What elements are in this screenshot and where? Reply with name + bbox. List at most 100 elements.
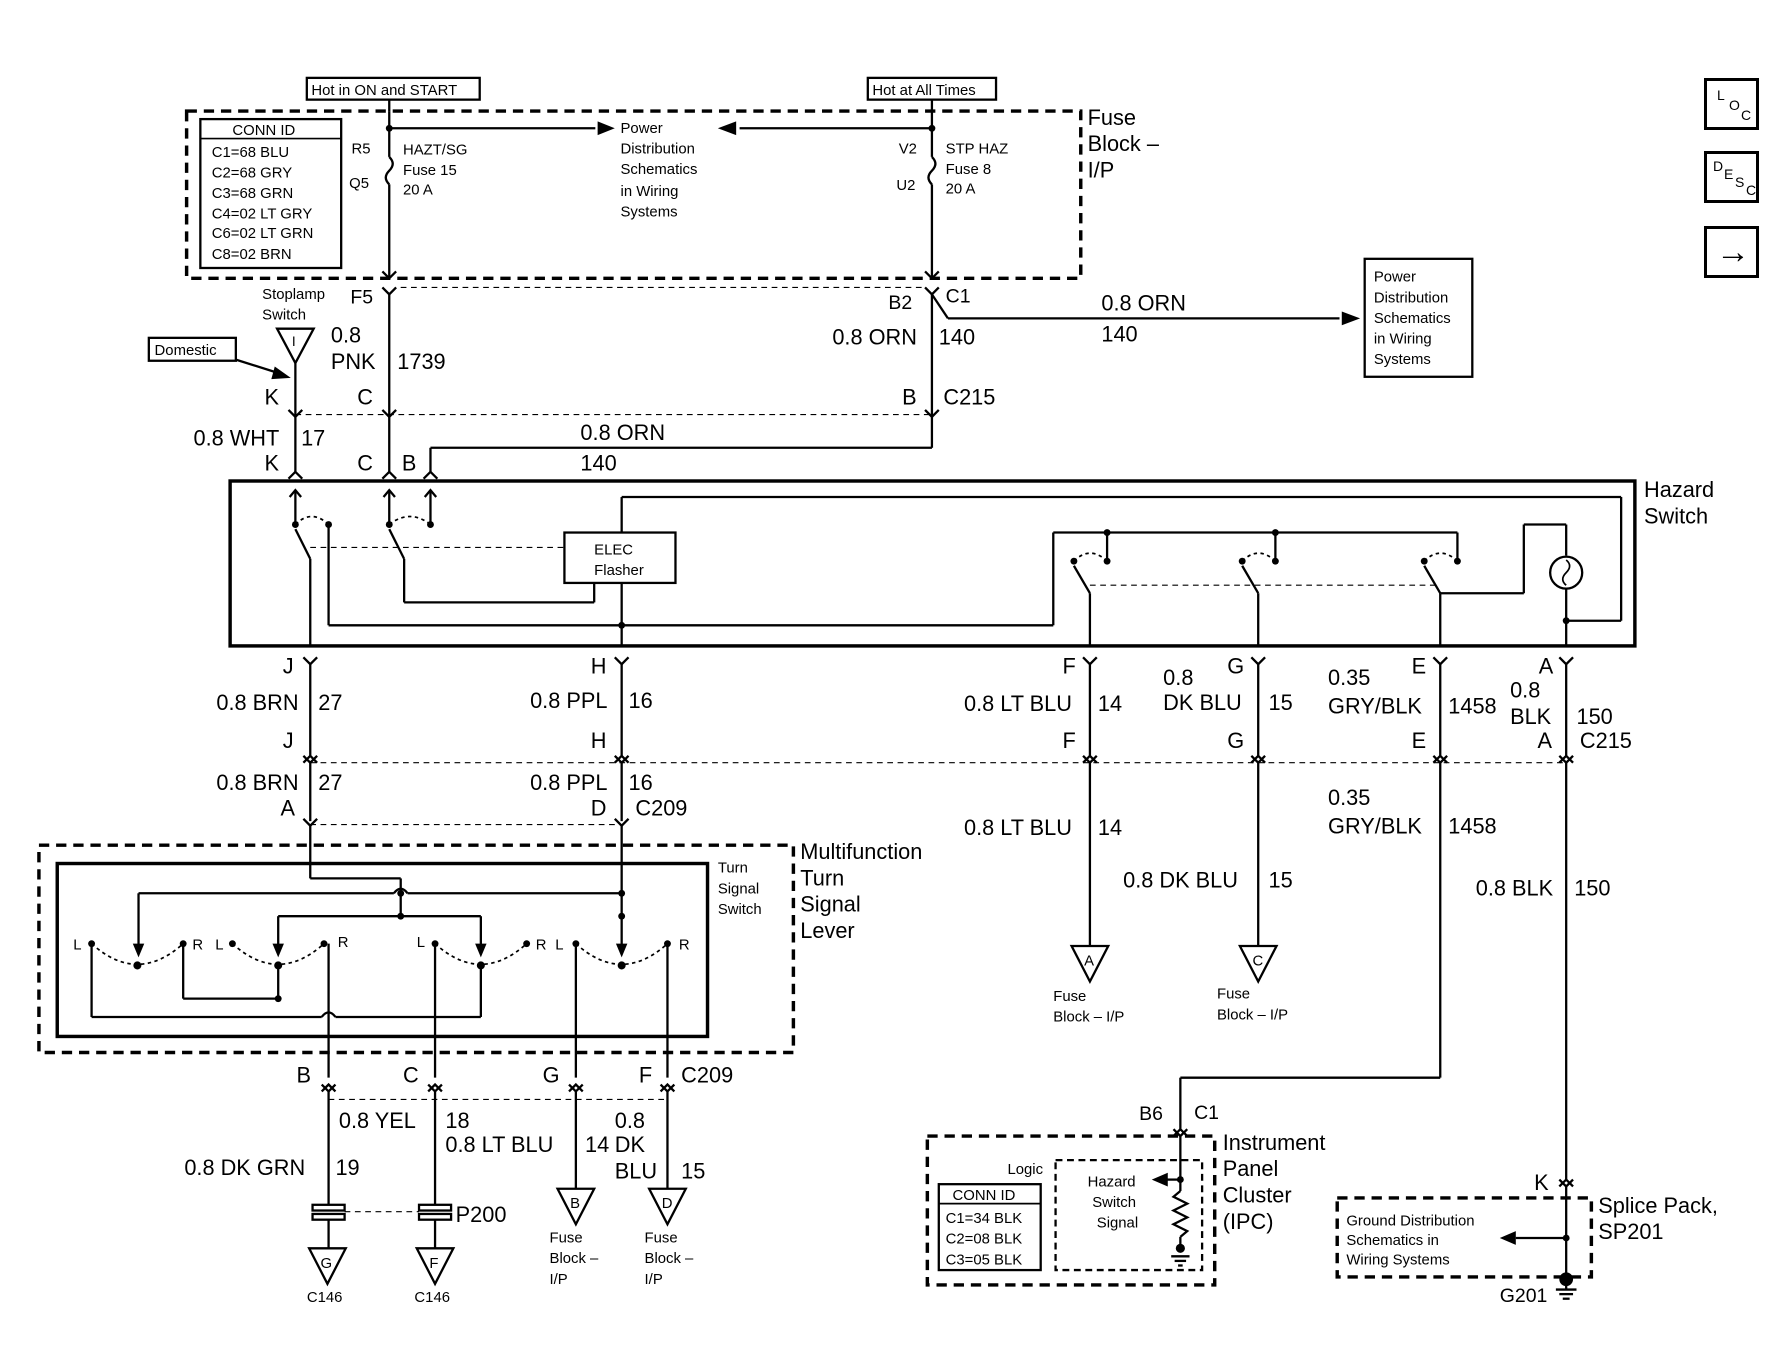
f-wire-circuit: 14 bbox=[1098, 691, 1122, 716]
fuse-8-number: Fuse 8 bbox=[946, 162, 991, 178]
a-wire-size-1: 0.8 bbox=[1510, 677, 1540, 702]
desc-letter: E bbox=[1724, 166, 1734, 182]
elec-flasher bbox=[563, 531, 677, 585]
conn-id-row: C1=68 BLU bbox=[212, 145, 289, 161]
fuse-block-title-2: Block – bbox=[1088, 131, 1160, 156]
fuse-b-dest: Block – bbox=[550, 1251, 599, 1267]
mid-e-size-1: 0.35 bbox=[1328, 785, 1370, 810]
stoplamp-switch-ref: I bbox=[292, 334, 296, 349]
domestic-tag-box bbox=[147, 336, 237, 362]
c215-top-label: C215 bbox=[943, 384, 995, 409]
power-ref-box-line: in Wiring bbox=[1374, 332, 1432, 348]
ipc-conn-id-row: C3=05 BLK bbox=[946, 1252, 1023, 1268]
ground-ref-3: Wiring Systems bbox=[1346, 1252, 1449, 1268]
splice-pack-boundary bbox=[1335, 1196, 1594, 1279]
orn-b-circuit: 140 bbox=[580, 451, 616, 476]
hazard-pin-a: A bbox=[1539, 653, 1554, 678]
pullup-resistor bbox=[1170, 1190, 1190, 1238]
c215-lower-label: C215 bbox=[1580, 728, 1632, 753]
mid-g-circuit: 15 bbox=[1269, 868, 1293, 893]
e-wire-size-2: GRY/BLK bbox=[1328, 693, 1422, 718]
ipc-boundary bbox=[925, 1134, 1217, 1287]
mid-f-circuit: 14 bbox=[1098, 815, 1122, 840]
h-wire-size: 0.8 PPL bbox=[530, 688, 607, 713]
g-wire-size-2: DK BLU bbox=[1163, 690, 1242, 715]
lr-label: R bbox=[536, 937, 547, 953]
ipc-conn-id-table bbox=[937, 1183, 1042, 1272]
fuse-ref-d: D bbox=[662, 1196, 673, 1212]
conn-id-row: C8=02 BRN bbox=[212, 247, 292, 263]
p200-connector bbox=[311, 1203, 453, 1249]
hazard-switch-title-1: Hazard bbox=[1644, 477, 1714, 502]
conn-id-row: C4=02 LT GRY bbox=[212, 207, 313, 223]
power-ref-box-line: Distribution bbox=[1374, 290, 1448, 306]
ipc-pin-b6: B6 bbox=[1139, 1103, 1163, 1125]
fuse-ref-c: C bbox=[1252, 953, 1263, 969]
lr-label: L bbox=[417, 935, 425, 951]
dkblu-size-3: BLU bbox=[615, 1158, 657, 1183]
turn-switch-label-2: Signal bbox=[718, 881, 759, 897]
flasher-label-1: ELEC bbox=[594, 542, 633, 558]
fuse-block-title-3: I/P bbox=[1088, 158, 1115, 183]
domestic-tag: Domestic bbox=[155, 343, 218, 359]
c209-pin-b: B bbox=[297, 1062, 312, 1087]
ipc-title-1: Instrument bbox=[1223, 1130, 1326, 1155]
fuse-a-dest-1: Fuse bbox=[1053, 989, 1086, 1005]
a-wire-size-2: BLK bbox=[1510, 704, 1552, 729]
mid-pin-g: G bbox=[1227, 728, 1244, 753]
splice-pin-k: K bbox=[1534, 1170, 1549, 1195]
ground-ref-1: Ground Distribution bbox=[1346, 1213, 1474, 1229]
hazard-pin-c: C bbox=[357, 451, 373, 476]
power-ref-line: Distribution bbox=[621, 141, 695, 157]
c146-ref-f: F bbox=[429, 1256, 438, 1272]
power-ref-box bbox=[1363, 257, 1474, 378]
pin-b2: B2 bbox=[888, 292, 912, 314]
c146-label-g: C146 bbox=[307, 1290, 343, 1306]
fuse-15-symbol bbox=[384, 156, 394, 186]
location-button[interactable]: L O C bbox=[1704, 78, 1759, 130]
orn-b2-size: 0.8 ORN bbox=[832, 325, 917, 350]
mid-h-circuit: 16 bbox=[629, 770, 653, 795]
fuse-c-dest-1: Fuse bbox=[1217, 987, 1250, 1003]
fuse-8-name: STP HAZ bbox=[946, 141, 1009, 157]
fuse-ref-b: B bbox=[570, 1196, 580, 1212]
lr-label: L bbox=[555, 937, 563, 953]
c209-top-label: C209 bbox=[635, 795, 687, 820]
ipc-conn-c1: C1 bbox=[1194, 1102, 1219, 1124]
fuse-8-rating: 20 A bbox=[946, 182, 976, 198]
turn-switch-label-1: Turn bbox=[718, 861, 748, 877]
turn-signal-contacts bbox=[90, 825, 669, 1078]
mid-pin-j: J bbox=[283, 728, 294, 753]
fuse-ref-a-symbol bbox=[1069, 944, 1111, 984]
splice-title-1: Splice Pack, bbox=[1598, 1193, 1718, 1218]
ipc-title-3: Cluster bbox=[1223, 1183, 1292, 1208]
fuse-b-dest: I/P bbox=[550, 1272, 568, 1288]
power-ref-line: in Wiring bbox=[621, 184, 679, 200]
loc-letter: C bbox=[1741, 107, 1752, 123]
orn-b2-circuit: 140 bbox=[939, 325, 975, 350]
hazard-pin-k: K bbox=[264, 451, 279, 476]
power-ref-line: Schematics bbox=[621, 162, 698, 178]
fuse-d-dest: Block – bbox=[645, 1251, 694, 1267]
dkgrn-size: 0.8 DK GRN bbox=[184, 1155, 305, 1180]
next-page-button[interactable]: → bbox=[1704, 226, 1759, 278]
fuse-ref-b-symbol bbox=[555, 1187, 597, 1227]
conn-id-table bbox=[199, 117, 343, 270]
mid-j-size: 0.8 BRN bbox=[216, 770, 298, 795]
desc-letter: D bbox=[1713, 158, 1724, 174]
hazard-pin-g: G bbox=[1227, 653, 1244, 678]
dkblu-size-2: DK bbox=[615, 1132, 646, 1157]
ltblu-size: 0.8 LT BLU bbox=[445, 1132, 553, 1157]
conn-id-row: C6=02 LT GRN bbox=[212, 226, 314, 242]
description-button[interactable]: D E S C bbox=[1704, 151, 1759, 203]
loc-letter: O bbox=[1729, 97, 1740, 113]
fuse-ref-a: A bbox=[1084, 953, 1094, 969]
mid-j-circuit: 27 bbox=[318, 770, 342, 795]
hazard-pin-h: H bbox=[591, 653, 607, 678]
fuse-ref-d-symbol bbox=[647, 1187, 688, 1227]
yel-circuit: 18 bbox=[445, 1108, 469, 1133]
f-wire-size: 0.8 LT BLU bbox=[964, 691, 1072, 716]
loc-letter: L bbox=[1717, 87, 1725, 103]
dkgrn-circuit: 19 bbox=[335, 1155, 359, 1180]
c209-pin-g: G bbox=[543, 1062, 560, 1087]
